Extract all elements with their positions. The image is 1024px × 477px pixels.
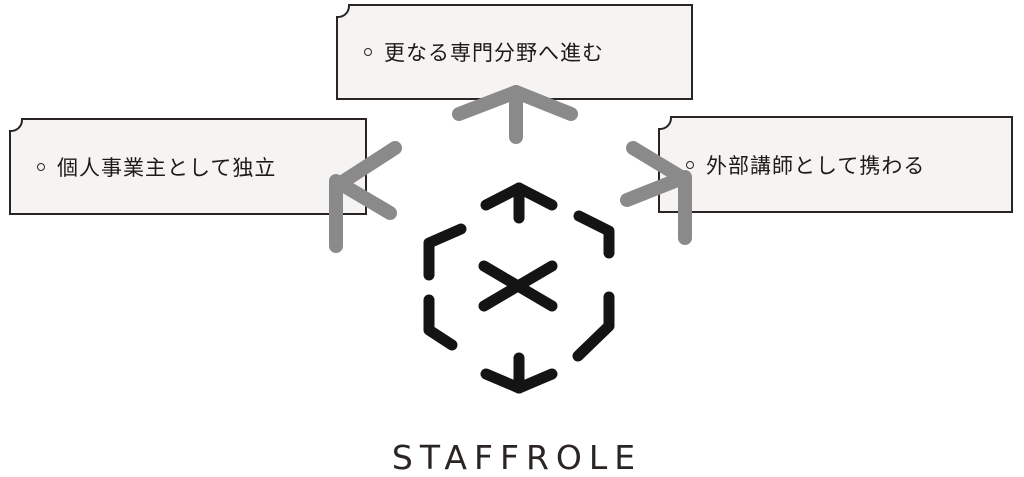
career-option-box-right: 外部講師として携わる <box>658 116 1013 213</box>
career-option-label: 外部講師として携わる <box>706 153 926 178</box>
logo-center-x <box>478 260 558 312</box>
staffrole-logo-mark <box>423 182 615 394</box>
logo-upper-left-bracket <box>423 223 467 281</box>
logo-lower-right-bracket <box>572 291 615 362</box>
logo-top-arrow <box>480 182 558 224</box>
logo-bottom-arrow <box>480 352 558 394</box>
career-option-box-left: 個人事業主として独立 <box>9 118 367 215</box>
career-option-box-top: 更なる専門分野へ進む <box>336 4 693 100</box>
box-corner-notch <box>336 4 350 18</box>
bullet-icon <box>37 162 45 171</box>
box-corner-notch <box>658 116 672 130</box>
box-corner-notch <box>9 118 23 132</box>
bullet-icon <box>364 48 372 56</box>
brand-wordmark: STAFFROLE <box>391 438 643 477</box>
bullet-icon <box>686 160 694 169</box>
career-option-label: 更なる専門分野へ進む <box>384 41 604 65</box>
logo-upper-right-bracket <box>573 210 615 259</box>
logo-lower-left-bracket <box>423 294 458 351</box>
career-option-label: 個人事業主として独立 <box>57 155 277 180</box>
